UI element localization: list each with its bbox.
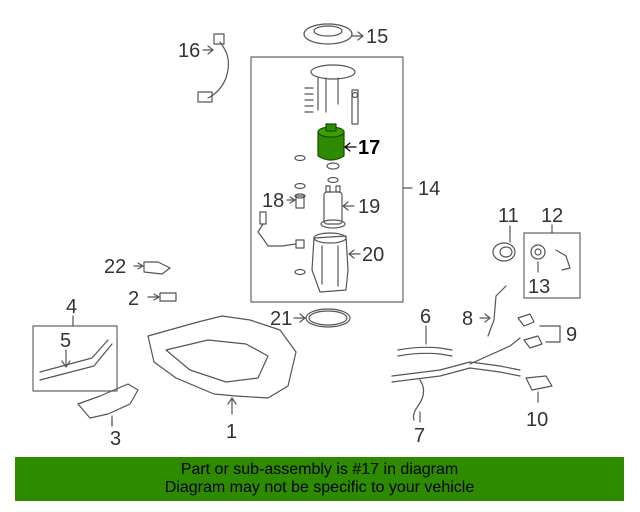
callout-labels: 1 2 3 4 5 6 7 8 9 10 11 12 13 14 15 16 1… — [60, 26, 577, 450]
callout-3: 3 — [110, 428, 121, 450]
part-9-clamps — [517, 313, 561, 349]
callout-2: 2 — [128, 288, 139, 310]
part-8-pipe — [479, 285, 507, 337]
part-17-fuel-filter — [317, 123, 357, 161]
sender-wire — [257, 211, 305, 249]
callout-18: 18 — [262, 190, 284, 212]
part-1-fuel-tank — [147, 315, 297, 415]
callout-19: 19 — [358, 196, 380, 218]
callout-5: 5 — [60, 330, 71, 352]
fuel-lines — [391, 337, 521, 383]
callout-22: 22 — [104, 256, 126, 278]
part-18-regulator — [286, 193, 306, 209]
part-2-clip — [147, 292, 177, 302]
part-13-cap — [530, 244, 571, 273]
callout-7: 7 — [414, 425, 425, 447]
highlight-notice-banner: Part or sub-assembly is #17 in diagram D… — [15, 457, 624, 501]
callout-8: 8 — [462, 308, 473, 330]
part-19-fuel-pump — [320, 185, 355, 229]
part-7-hose — [412, 379, 425, 423]
callout-15: 15 — [366, 26, 388, 48]
callout-1: 1 — [226, 421, 237, 443]
parts-diagram: 1 2 3 4 5 6 7 8 9 10 11 12 13 14 15 16 1… — [32, 23, 581, 450]
seal-washers — [294, 154, 340, 190]
part-20-pump-bracket — [294, 232, 361, 293]
part-21-gasket — [293, 308, 351, 328]
callout-9: 9 — [566, 324, 577, 346]
part-22-sensor — [133, 261, 171, 275]
callout-12: 12 — [541, 205, 563, 227]
callout-16: 16 — [178, 40, 200, 62]
part-5-straps — [39, 339, 113, 381]
pump-top-plate — [304, 64, 359, 125]
banner-line-part: Part or sub-assembly is #17 in diagram — [180, 461, 459, 478]
callout-17: 17 — [358, 137, 380, 159]
part-16-harness — [197, 33, 230, 103]
callout-4: 4 — [66, 296, 77, 318]
callout-21: 21 — [270, 308, 292, 330]
assembly-box-14 — [250, 56, 404, 303]
assembly-box-4 — [32, 325, 118, 392]
callout-6: 6 — [420, 306, 431, 328]
callout-13: 13 — [528, 276, 550, 298]
part-6-hose — [397, 325, 453, 357]
callout-14: 14 — [418, 178, 440, 200]
part-10-bracket — [525, 375, 553, 403]
callout-11: 11 — [498, 205, 519, 227]
callout-20: 20 — [362, 244, 384, 266]
part-11-grommet — [492, 225, 516, 262]
callout-10: 10 — [526, 409, 548, 431]
part-3-heat-shield — [77, 383, 139, 427]
banner-line-disclaimer: Diagram may not be specific to your vehi… — [164, 479, 475, 496]
part-15-cover — [303, 23, 364, 45]
